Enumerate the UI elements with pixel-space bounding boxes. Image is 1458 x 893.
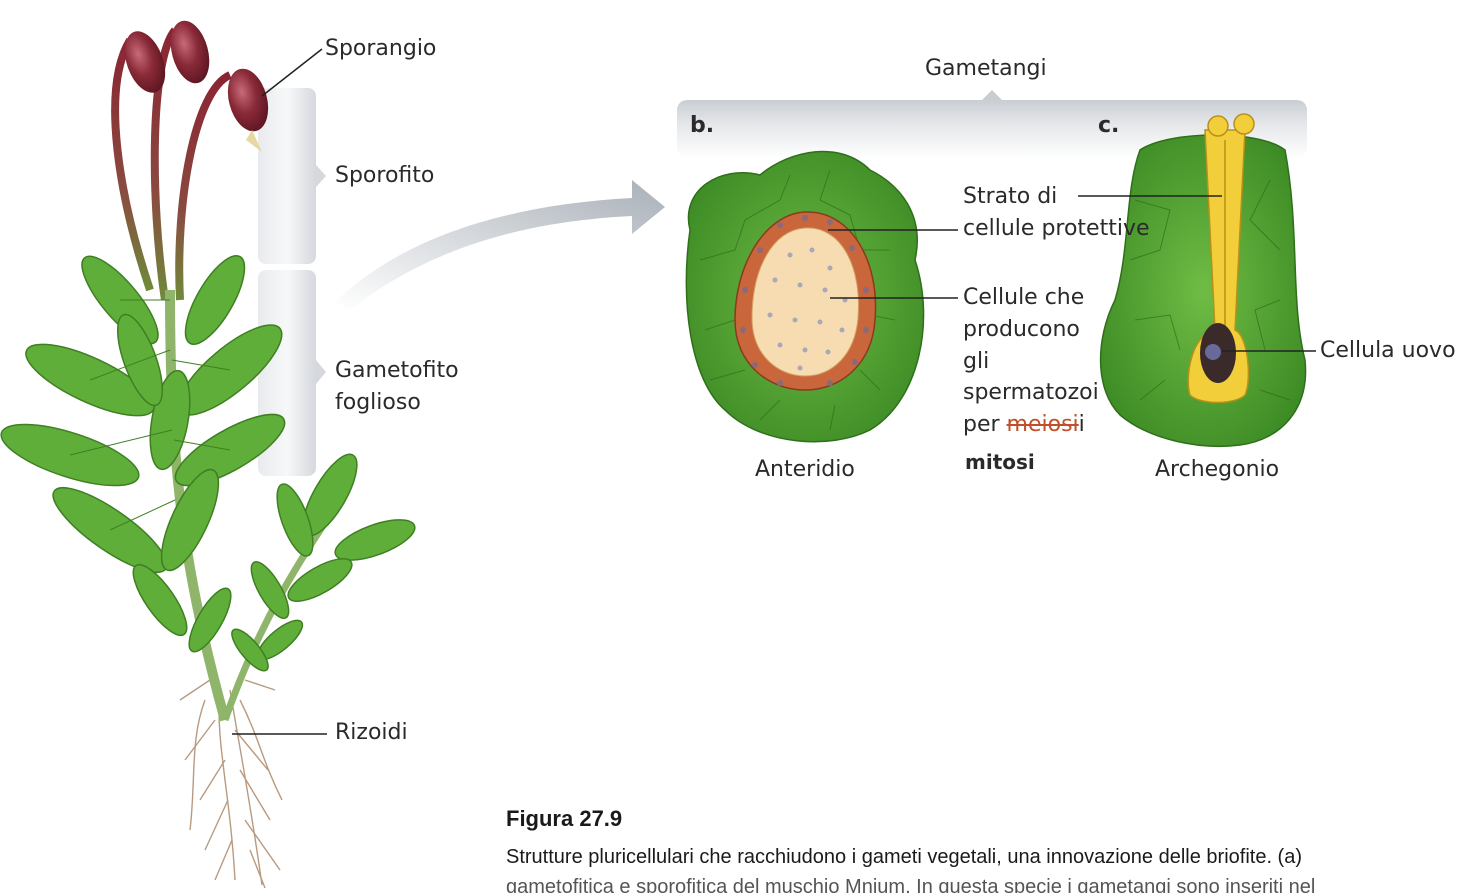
moss-plant-illustration — [0, 16, 420, 888]
label-strato-line2: cellule protettive — [963, 213, 1150, 245]
label-cellule-line3: gli — [963, 346, 989, 378]
caption-line-1: Strutture pluricellulari che racchiudono… — [506, 842, 1458, 872]
sporangium-capsule — [164, 16, 215, 87]
label-rizoidi: Rizoidi — [335, 717, 408, 749]
label-cellule-line2: producono — [963, 314, 1080, 346]
label-sporangio: Sporangio — [325, 33, 436, 65]
label-cellule-line1: Cellule che — [963, 282, 1084, 314]
label-foglioso: foglioso — [335, 387, 421, 419]
label-archegonio: Archegonio — [1155, 454, 1279, 486]
panel-label-c: c. — [1098, 110, 1119, 142]
label-cellule-line5: per meiosii — [963, 409, 1085, 441]
label-cellula-uovo: Cellula uovo — [1320, 335, 1456, 367]
label-per: per — [963, 412, 1007, 437]
arrow-icon — [335, 180, 665, 310]
label-gametofito: Gametofito — [335, 355, 459, 387]
figure-title: Figura 27.9 — [506, 806, 622, 832]
label-sporofito: Sporofito — [335, 160, 434, 192]
struck-meiosi: meiosi — [1007, 412, 1079, 437]
antheridium-illustration — [686, 151, 923, 441]
panel-label-b: b. — [690, 110, 714, 142]
label-mitosi: mitosi — [965, 446, 1035, 478]
label-suffix: i — [1079, 412, 1085, 437]
caption-line-2: gametofitica e sporofitica del muschio M… — [506, 872, 1458, 893]
label-strato-line1: Strato di — [963, 181, 1057, 213]
archegonium-illustration — [1101, 114, 1306, 446]
label-gametangi: Gametangi — [925, 53, 1047, 85]
label-anteridio: Anteridio — [755, 454, 855, 486]
label-cellule-line4: spermatozoi — [963, 377, 1099, 409]
figure-caption: Strutture pluricellulari che racchiudono… — [506, 842, 1458, 893]
